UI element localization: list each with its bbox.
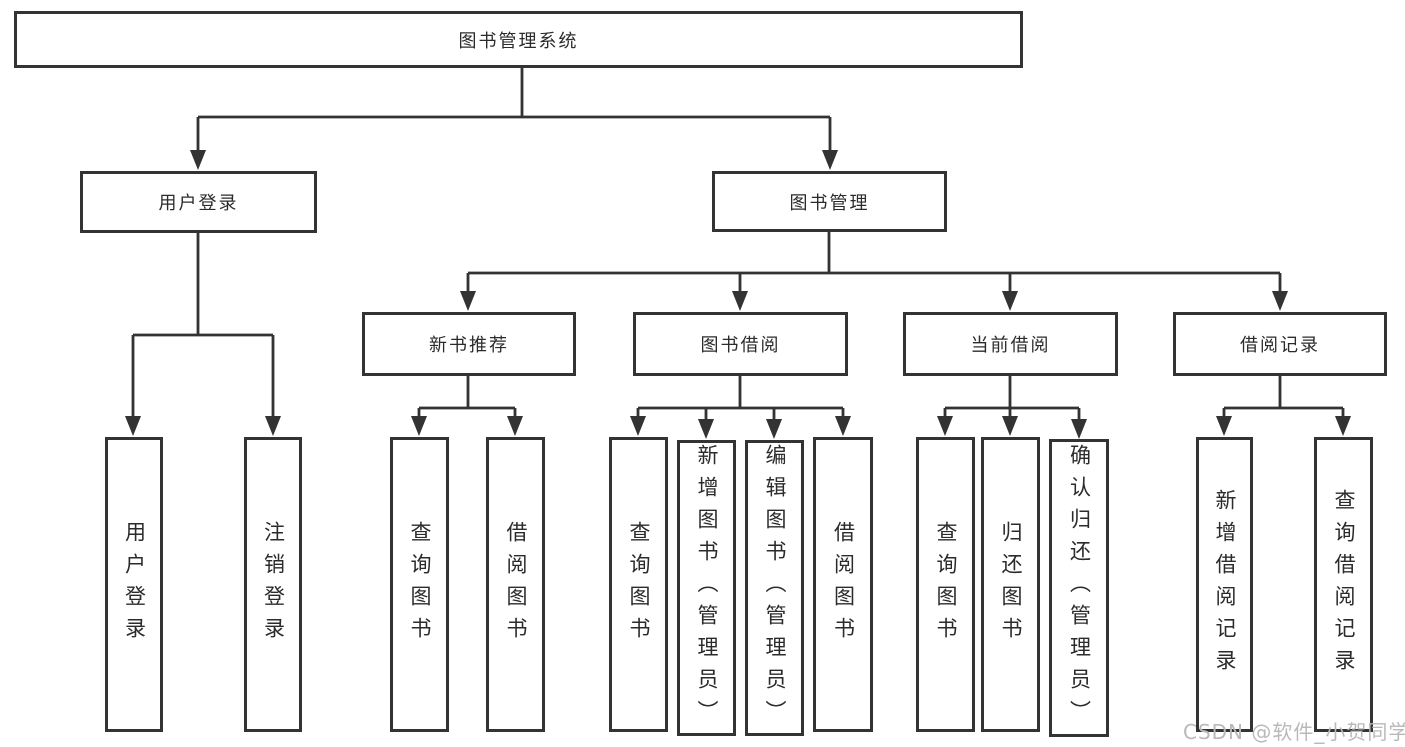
leaf-user-login-label: 用户登录 [122, 520, 147, 649]
leaf-query-books-2: 查询图书 [609, 437, 668, 732]
node-current-borrow-label: 当前借阅 [970, 335, 1051, 356]
node-user-login-label: 用户登录 [158, 193, 239, 214]
arrowheads [125, 150, 1351, 439]
node-new-book-recommend-label: 新书推荐 [429, 335, 509, 356]
leaf-borrow-books-1-label: 借阅图书 [504, 520, 528, 649]
leaf-borrow-books-2: 借阅图书 [813, 437, 873, 732]
leaf-borrow-books-2-label: 借阅图书 [831, 520, 856, 649]
leaf-query-books-3-label: 查询图书 [934, 520, 958, 649]
node-root: 图书管理系统 [14, 11, 1023, 68]
leaf-return-books: 归还图书 [981, 437, 1040, 732]
node-user-login: 用户登录 [80, 171, 317, 233]
leaf-user-login: 用户登录 [105, 437, 163, 732]
leaf-add-borrow-record-label: 新增借阅记录 [1213, 488, 1237, 681]
leaf-edit-book-admin: 编辑图书（管理员） [745, 440, 804, 736]
node-book-management-label: 图书管理 [789, 192, 870, 214]
leaf-query-books-2-label: 查询图书 [627, 520, 651, 649]
node-book-management: 图书管理 [712, 171, 947, 232]
node-borrow-records-label: 借阅记录 [1240, 335, 1320, 356]
leaf-logout: 注销登录 [244, 437, 302, 732]
node-borrow-records: 借阅记录 [1173, 312, 1387, 376]
leaf-edit-book-admin-label: 编辑图书（管理员） [763, 444, 787, 732]
leaf-logout-label: 注销登录 [261, 520, 286, 649]
leaf-query-borrow-record: 查询借阅记录 [1314, 437, 1373, 732]
leaf-add-book-admin-label: 新增图书（管理员） [695, 444, 719, 732]
leaf-query-borrow-record-label: 查询借阅记录 [1332, 488, 1356, 681]
leaf-query-books-3: 查询图书 [916, 437, 975, 732]
leaf-add-book-admin: 新增图书（管理员） [677, 440, 736, 736]
leaf-borrow-books-1: 借阅图书 [486, 437, 545, 732]
leaf-query-books-1: 查询图书 [390, 437, 449, 732]
leaf-query-books-1-label: 查询图书 [408, 520, 432, 649]
node-new-book-recommend: 新书推荐 [362, 312, 576, 376]
csdn-watermark: CSDN @软件_小贺同学 [1183, 720, 1405, 744]
leaf-confirm-return-admin: 确认归还（管理员） [1049, 439, 1109, 737]
node-book-borrow-label: 图书借阅 [700, 335, 781, 356]
leaf-return-books-label: 归还图书 [999, 520, 1023, 649]
node-book-borrow: 图书借阅 [633, 312, 848, 376]
leaf-add-borrow-record: 新增借阅记录 [1196, 437, 1253, 732]
leaf-confirm-return-admin-label: 确认归还（管理员） [1067, 444, 1092, 732]
node-current-borrow: 当前借阅 [903, 312, 1118, 376]
node-root-label: 图书管理系统 [458, 30, 579, 52]
